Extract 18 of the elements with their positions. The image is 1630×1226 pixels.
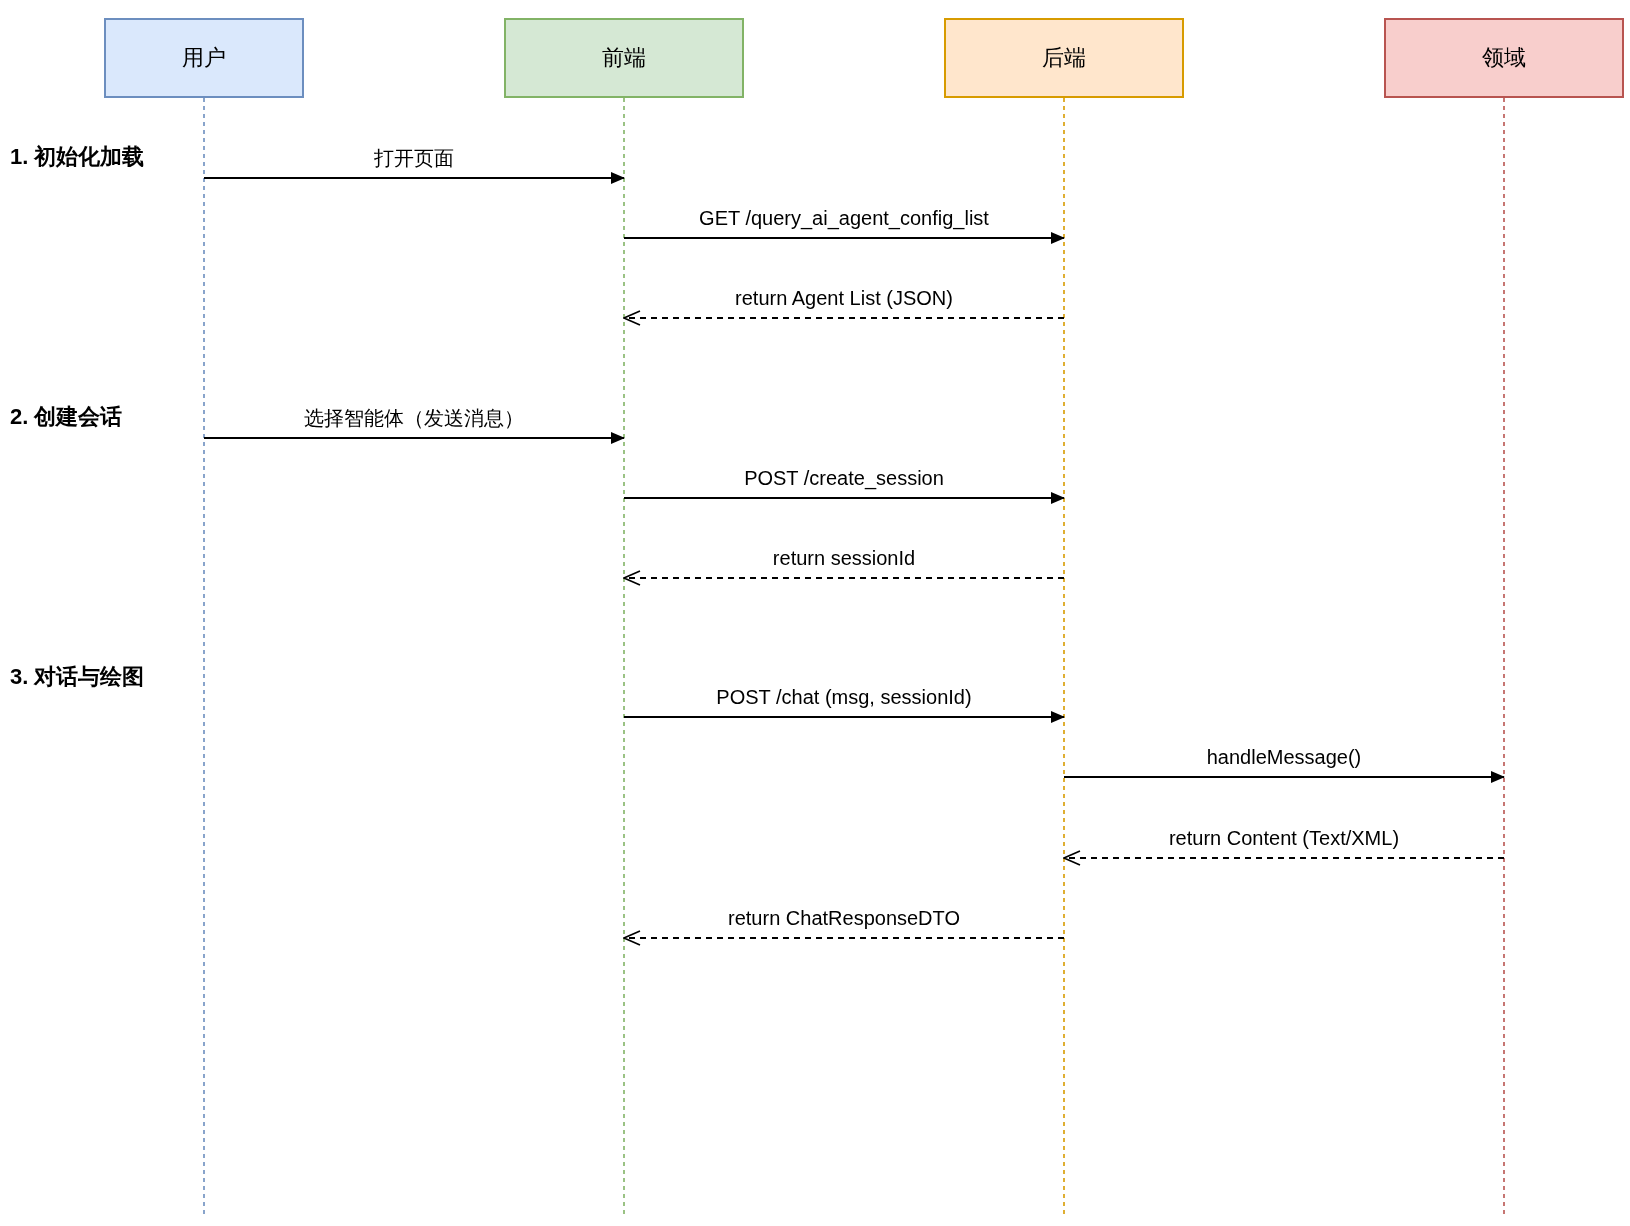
message-arrow bbox=[1063, 771, 1505, 783]
message-arrow bbox=[623, 711, 1065, 723]
return-arrow bbox=[623, 570, 1065, 586]
participant-box: 用户 bbox=[104, 18, 304, 98]
message-arrow bbox=[203, 432, 625, 444]
participant-box: 领域 bbox=[1384, 18, 1624, 98]
edge-label: 打开页面 bbox=[371, 146, 457, 170]
return-arrow bbox=[1063, 850, 1505, 866]
section-label: 2. 创建会话 bbox=[10, 404, 123, 430]
return-arrow bbox=[623, 930, 1065, 946]
return-arrow bbox=[623, 310, 1065, 326]
section-label: 3. 对话与绘图 bbox=[10, 664, 145, 690]
message-arrow bbox=[623, 232, 1065, 244]
message-arrow bbox=[623, 492, 1065, 504]
participant-box: 前端 bbox=[504, 18, 744, 98]
section-label: 1. 初始化加载 bbox=[10, 144, 145, 170]
participant-box: 后端 bbox=[944, 18, 1184, 98]
message-arrow bbox=[203, 172, 625, 184]
